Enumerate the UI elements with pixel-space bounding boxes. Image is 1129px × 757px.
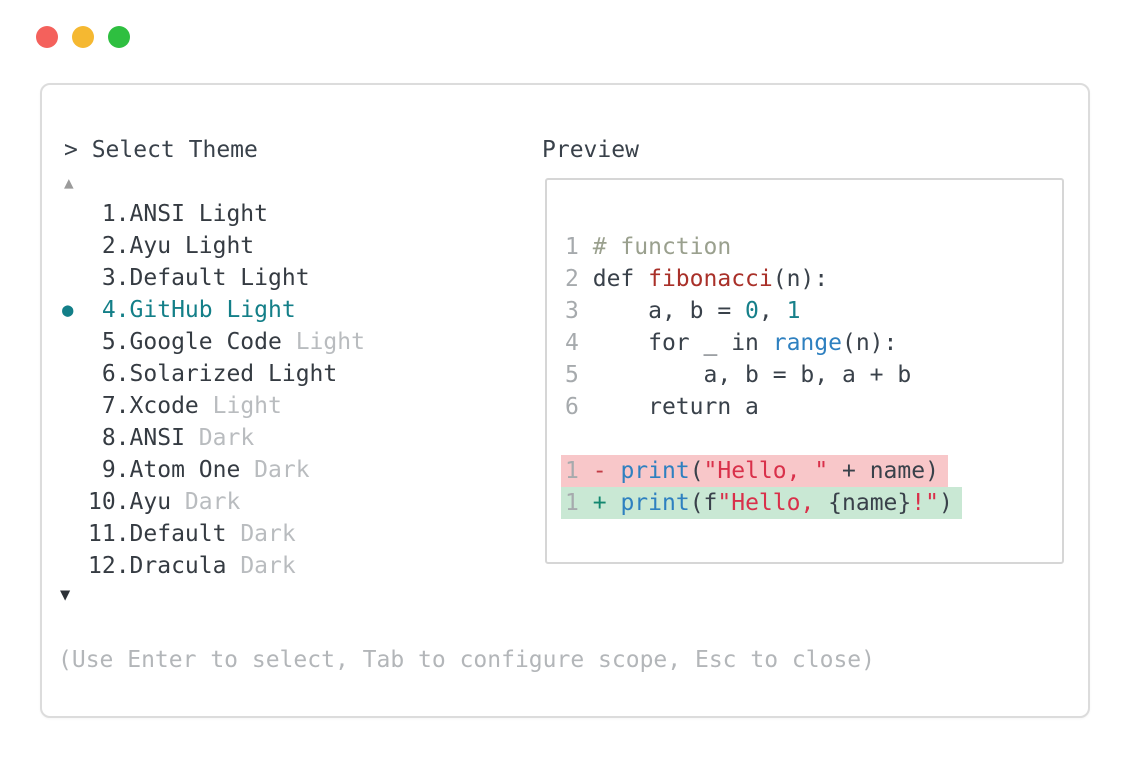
theme-item[interactable]: ●10. Ayu Dark [62, 486, 365, 518]
theme-number: 9. [101, 457, 130, 483]
theme-name: Google Code [129, 329, 296, 355]
theme-name: Default Light [129, 265, 310, 291]
theme-number: 6. [101, 361, 130, 387]
theme-name: Ayu [129, 489, 185, 515]
theme-name: Dracula [129, 553, 241, 579]
theme-variant: Light [295, 329, 365, 355]
theme-number: 10. [88, 489, 130, 515]
theme-item[interactable]: ●2. Ayu Light [62, 230, 365, 262]
theme-name: ANSI [129, 425, 199, 451]
theme-variant: Dark [240, 521, 296, 547]
theme-number: 11. [88, 521, 130, 547]
scroll-down-icon[interactable]: ▼ [60, 585, 71, 605]
theme-variant: Dark [184, 489, 241, 515]
theme-item[interactable]: ●12. Dracula Dark [62, 550, 365, 582]
preview-panel: 1 # function 2 def fibonacci(n): 3 a, b = … [545, 178, 1064, 564]
theme-name: Default [129, 521, 241, 547]
code-line: 4 for _ in range(n): [565, 330, 898, 356]
theme-number: 2. [101, 233, 130, 259]
close-button[interactable] [36, 26, 58, 48]
theme-name: Atom One [129, 457, 255, 483]
theme-number: 12. [88, 553, 130, 579]
theme-number: 7. [101, 393, 130, 419]
theme-name: Ayu Light [129, 233, 255, 259]
theme-number: 3. [101, 265, 130, 291]
theme-name: ANSI Light [129, 201, 269, 227]
theme-list: ●1. ANSI Light●2. Ayu Light●3. Default L… [62, 198, 365, 582]
code-line: 1 # function [565, 234, 732, 260]
theme-variant: Dark [254, 457, 310, 483]
maximize-button[interactable] [108, 26, 130, 48]
diff-added-line: 1 + print(f"Hello, {name}!") [561, 487, 962, 519]
code-preview: 1 # function 2 def fibonacci(n): 3 a, b = … [561, 231, 962, 519]
theme-item[interactable]: ●8. ANSI Dark [62, 422, 365, 454]
code-line: 2 def fibonacci(n): [565, 266, 829, 292]
diff-removed-line: 1 - print("Hello, " + name) [561, 455, 962, 487]
theme-variant: Dark [198, 425, 255, 451]
selected-bullet-icon: ● [62, 299, 74, 321]
theme-name: Solarized Light [129, 361, 338, 387]
theme-item[interactable]: ●9. Atom One Dark [62, 454, 365, 486]
code-line: 3 a, b = 0, 1 [565, 298, 801, 324]
theme-item[interactable]: ● 4. GitHub Light [62, 294, 365, 326]
theme-number: 8. [101, 425, 130, 451]
theme-picker-dialog: > Select Theme Preview ▲ ●1. ANSI Light●… [40, 83, 1090, 718]
theme-item[interactable]: ●7. Xcode Light [62, 390, 365, 422]
theme-name: GitHub Light [129, 297, 296, 323]
select-theme-title: > Select Theme [64, 137, 258, 163]
theme-item[interactable]: ●1. ANSI Light [62, 198, 365, 230]
theme-name: Xcode [129, 393, 213, 419]
code-line: 6 return a [565, 394, 759, 420]
keyboard-hint: (Use Enter to select, Tab to configure s… [58, 647, 875, 673]
theme-item[interactable]: ●3. Default Light [62, 262, 365, 294]
code-line: 5 a, b = b, a + b [565, 362, 912, 388]
theme-item[interactable]: ●5. Google Code Light [62, 326, 365, 358]
theme-item[interactable]: ●11. Default Dark [62, 518, 365, 550]
theme-number: 4. [101, 297, 130, 323]
minimize-button[interactable] [72, 26, 94, 48]
preview-title: Preview [542, 137, 639, 163]
window-controls [36, 26, 130, 48]
theme-item[interactable]: ●6. Solarized Light [62, 358, 365, 390]
theme-number: 5. [101, 329, 130, 355]
scroll-up-icon[interactable]: ▲ [64, 173, 74, 192]
theme-number: 1. [101, 201, 130, 227]
theme-variant: Dark [240, 553, 296, 579]
theme-variant: Light [212, 393, 282, 419]
code-blank-line [565, 423, 962, 455]
